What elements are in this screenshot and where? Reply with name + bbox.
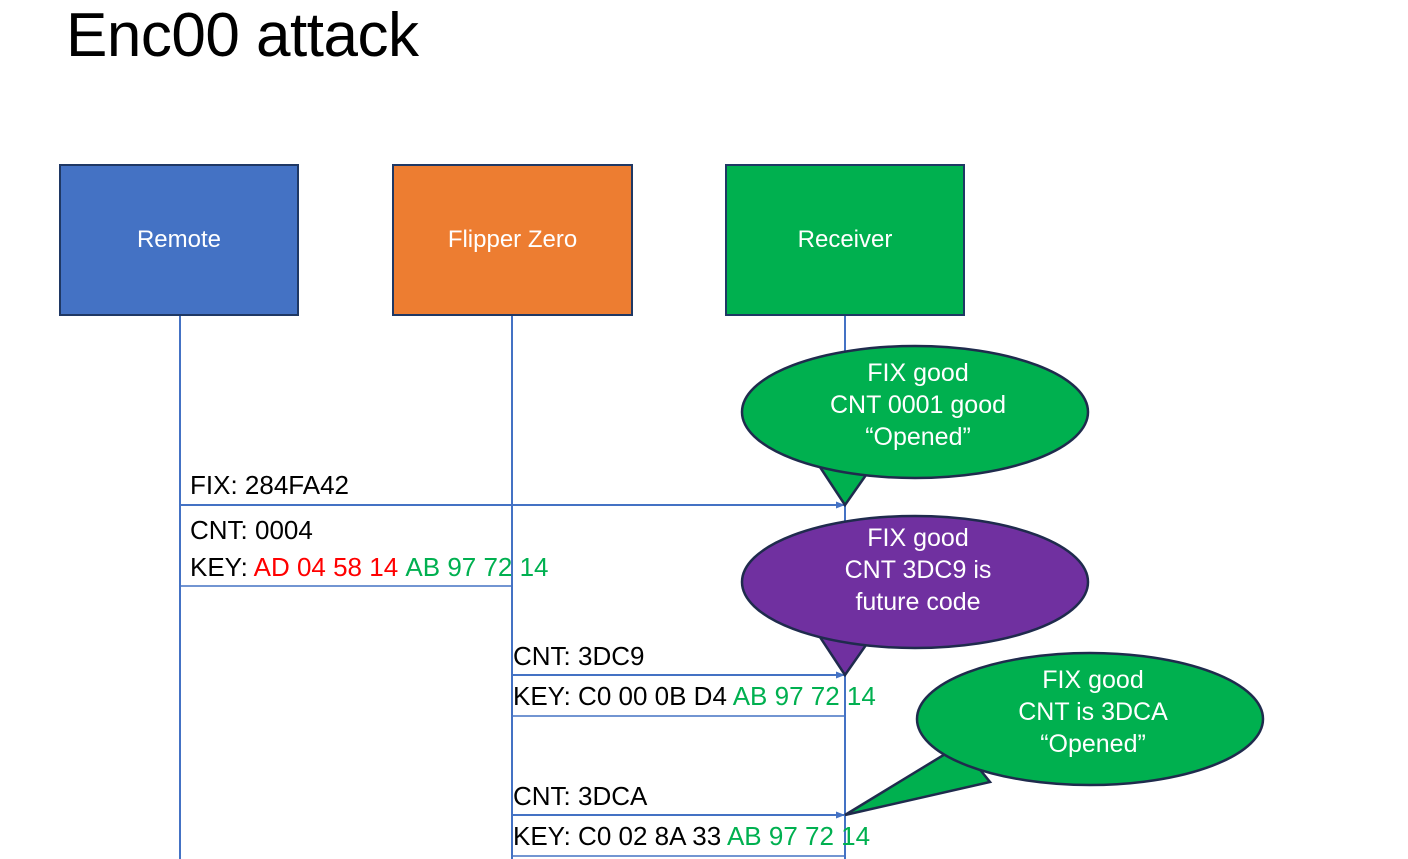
actor-label-receiver: Receiver xyxy=(797,226,893,253)
message-1-key-label: KEY: AD 04 58 14 AB 97 72 14 xyxy=(190,552,549,583)
message-1-key-red: AD 04 58 14 xyxy=(253,552,399,582)
actor-box-flipper[interactable]: Flipper Zero xyxy=(392,164,633,316)
bubble-3-line-1: FIX good xyxy=(1042,666,1144,694)
message-3-cnt-label: CNT: 3DCA xyxy=(513,781,648,811)
message-1-fix-label: FIX: 284FA42 xyxy=(190,470,349,500)
speech-bubble-1-text: FIX good CNT 0001 good “Opened” xyxy=(780,357,1056,453)
message-3-key-prefix: KEY: C0 02 8A 33 xyxy=(513,821,727,851)
bubble-3-line-2: CNT is 3DCA xyxy=(1018,698,1168,726)
message-2-key-green: AB 97 72 14 xyxy=(732,681,876,711)
bubble-2-line-1: FIX good xyxy=(867,524,969,552)
speech-bubble-2-text: FIX good CNT 3DC9 is future code xyxy=(780,522,1056,618)
actor-label-flipper: Flipper Zero xyxy=(447,226,578,253)
speech-bubble-1 xyxy=(740,344,1090,508)
actor-box-receiver[interactable]: Receiver xyxy=(725,164,965,316)
message-2-cnt-label: CNT: 3DC9 xyxy=(513,641,645,671)
message-3-key-label: KEY: C0 02 8A 33 AB 97 72 14 xyxy=(513,821,870,852)
bubble-1-line-3: “Opened” xyxy=(865,423,971,451)
actor-box-remote[interactable]: Remote xyxy=(59,164,299,316)
bubble-3-line-3: “Opened” xyxy=(1040,730,1146,758)
message-1-cnt-label: CNT: 0004 xyxy=(190,515,313,545)
message-3-key-green: AB 97 72 14 xyxy=(726,821,871,851)
bubble-2-line-2: CNT 3DC9 is xyxy=(844,556,992,584)
message-2-key-prefix: KEY: C0 00 0B D4 xyxy=(513,681,733,711)
speech-bubble-3 xyxy=(844,651,1265,817)
speech-bubble-3-text: FIX good CNT is 3DCA “Opened” xyxy=(955,664,1231,760)
message-2-key-label: KEY: C0 00 0B D4 AB 97 72 14 xyxy=(513,681,876,712)
message-1-key-prefix: KEY: xyxy=(190,552,254,582)
bubble-1-line-1: FIX good xyxy=(867,359,969,387)
bubble-2-line-3: future code xyxy=(855,588,981,616)
page-title: Enc00 attack xyxy=(66,1,419,70)
bubble-1-line-2: CNT 0001 good xyxy=(829,391,1007,419)
actor-label-remote: Remote xyxy=(136,226,222,253)
message-1-key-green: AB 97 72 14 xyxy=(405,552,549,582)
speech-bubble-2 xyxy=(740,514,1090,678)
